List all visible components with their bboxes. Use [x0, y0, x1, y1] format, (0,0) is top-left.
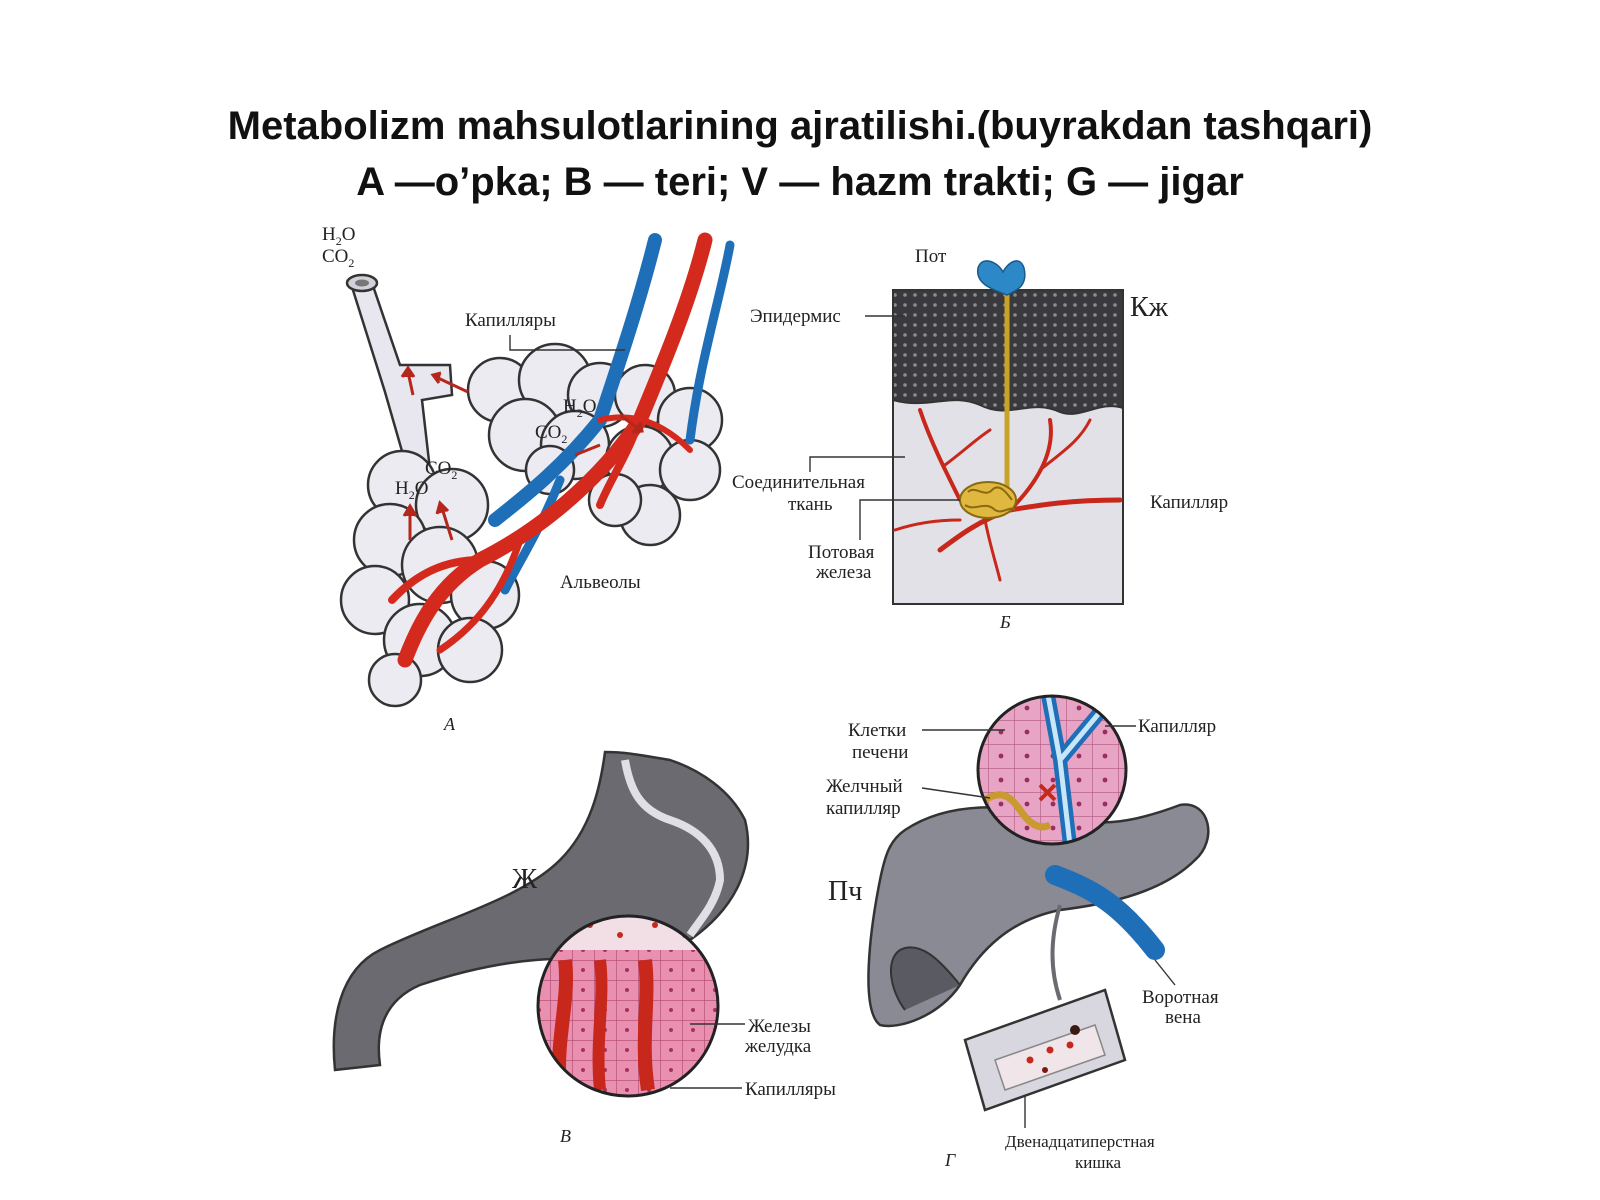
duodenum-label-line1: Двенадцатиперстная — [1005, 1132, 1155, 1151]
sweat-label: Пот — [915, 246, 947, 267]
sweat-droplet — [977, 260, 1026, 296]
panel-b-skin: Пот Эпидермис Кж Соединительная ткань Ка… — [732, 246, 1228, 632]
gastric-glands-label-line1: Железы — [748, 1016, 811, 1037]
stomach-wall — [332, 750, 750, 1072]
co2-label-exhaled: CO2 — [322, 246, 354, 270]
sweat-gland-coil — [959, 481, 1017, 519]
capillaries-label-a: Капилляры — [465, 310, 556, 331]
slide-subtitle: A —o’pka; B — teri; V — hazm trakti; G —… — [356, 160, 1244, 204]
connective-leader — [809, 456, 905, 472]
co2-label-alveolus: CO2 — [535, 422, 567, 446]
co2-label-cluster: CO2 — [425, 458, 457, 482]
capillaries-leader-a — [509, 335, 625, 351]
duodenum-label-line2: кишка — [1075, 1153, 1121, 1172]
liver-cells-magnified — [978, 696, 1126, 844]
panel-g-letter: Г — [944, 1150, 956, 1170]
liver-cells-label-line1: Клетки — [848, 720, 906, 741]
capillary-label-g: Капилляр — [1138, 716, 1216, 737]
portal-vein — [1045, 865, 1165, 960]
skin-abbr-label: Кж — [1130, 292, 1169, 323]
gland-label-line2: железа — [815, 562, 872, 583]
water-label-alveolus: H2O — [563, 396, 596, 420]
capillaries-label-v: Капилляры — [745, 1079, 836, 1100]
portal-vein-label-line1: Воротная — [1142, 987, 1219, 1008]
bile-capillary-label-line1: Желчный — [826, 776, 903, 797]
alveoli-label: Альвеолы — [560, 572, 641, 593]
gastric-glands-label-line2: желудка — [744, 1036, 812, 1057]
portal-vein-leader — [1154, 959, 1176, 986]
bronchiole-tree — [345, 273, 454, 474]
magnifier-ring-v — [536, 914, 720, 1098]
liver-underside — [889, 946, 961, 1011]
panel-v-stomach: Ж Железы желудка Капилляры В — [332, 750, 836, 1146]
gland-leader — [859, 499, 960, 540]
water-label-exhaled: H2O — [322, 224, 355, 248]
water-label-cluster: H2O — [395, 478, 428, 502]
panel-a-lung: H2O CO2 H2O CO2 CO2 H2O Капилляры Альвео… — [322, 224, 735, 734]
bile-duct — [1050, 904, 1062, 1001]
panel-a-letter: А — [443, 714, 456, 734]
lung-arteries — [388, 232, 713, 668]
connective-label-line1: Соединительная — [732, 472, 865, 493]
gas-exchange-arrows — [400, 365, 644, 541]
connective-label-line2: ткань — [788, 494, 833, 515]
slide-title: Metabolizm mahsulotlarining ajratilishi.… — [227, 104, 1373, 148]
bile-capillary-label-line2: капилляр — [826, 798, 901, 819]
panel-b-letter: Б — [999, 612, 1011, 632]
portal-vein-label-line2: вена — [1165, 1007, 1201, 1028]
duodenum-segment — [963, 988, 1127, 1112]
magnifier-ring-g — [976, 694, 1128, 846]
panel-v-letter: В — [560, 1126, 571, 1146]
panel-g-liver: Клетки печени Капилляр Желчный капилляр … — [826, 694, 1219, 1172]
stomach-abbr-label: Ж — [512, 864, 538, 895]
epidermis-label: Эпидермис — [750, 306, 841, 327]
capillary-label-b: Капилляр — [1150, 492, 1228, 513]
stomach-lining-highlight — [621, 759, 725, 938]
gland-label-line1: Потовая — [808, 542, 875, 563]
liver-cells-label-line2: печени — [852, 742, 908, 763]
liver-abbr-label: Пч — [828, 876, 862, 907]
bile-capillary-leader — [921, 787, 991, 799]
